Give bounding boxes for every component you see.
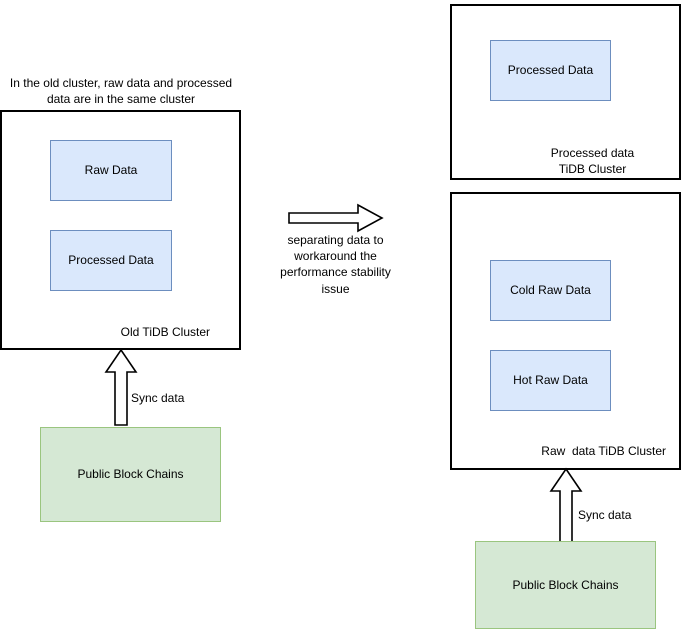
processed-data-box[interactable]: Processed Data: [490, 40, 611, 101]
right-sync-data-label: Sync data: [578, 508, 632, 522]
transition-arrow-icon: [288, 203, 384, 233]
transition-arrow-caption: separating data to workaround the perfor…: [280, 233, 391, 296]
right-sync-arrow-icon: [549, 467, 583, 543]
left-public-block-chains-box[interactable]: Public Block Chains: [40, 427, 221, 522]
raw-data-tidb-cluster-label: Raw data TiDB Cluster: [541, 444, 666, 458]
old-cluster-raw-data-box[interactable]: Raw Data: [50, 140, 172, 201]
left-sync-data-label: Sync data: [131, 391, 185, 405]
hot-raw-data-box[interactable]: Hot Raw Data: [490, 350, 611, 411]
cold-raw-data-box[interactable]: Cold Raw Data: [490, 260, 611, 321]
processed-data-tidb-cluster-label: Processed data TiDB Cluster: [550, 146, 635, 177]
left-sync-arrow-icon: [104, 348, 138, 426]
old-cluster-note: In the old cluster, raw data and process…: [9, 76, 233, 107]
raw-data-tidb-cluster-panel: [450, 192, 681, 470]
right-public-block-chains-box[interactable]: Public Block Chains: [475, 541, 656, 629]
old-cluster-processed-data-box[interactable]: Processed Data: [50, 230, 172, 291]
old-tidb-cluster-label: Old TiDB Cluster: [120, 325, 210, 339]
